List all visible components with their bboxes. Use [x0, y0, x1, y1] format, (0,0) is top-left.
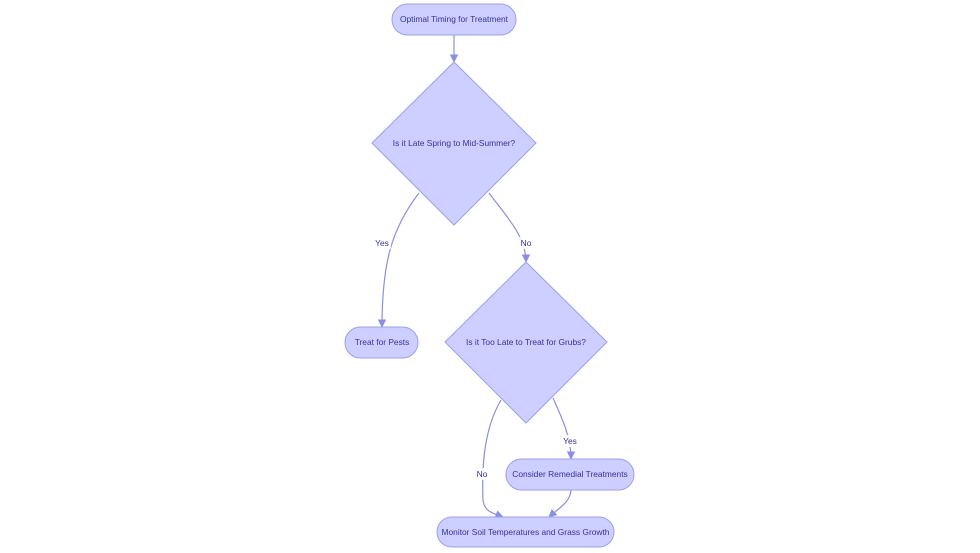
edge-label-late-yes: Yes: [561, 435, 579, 447]
edge-season-no: [488, 192, 531, 263]
edge-late-yes: [552, 397, 576, 460]
svg-text:Consider Remedial Treatments: Consider Remedial Treatments: [512, 469, 627, 479]
svg-text:Yes: Yes: [375, 238, 389, 248]
edge-label-late-no: No: [473, 468, 491, 480]
svg-text:Yes: Yes: [563, 436, 577, 446]
svg-text:Monitor Soil Temperatures and: Monitor Soil Temperatures and Grass Grow…: [442, 527, 610, 537]
svg-text:Optimal Timing for Treatment: Optimal Timing for Treatment: [400, 14, 509, 24]
svg-text:Is it Late Spring to Mid-Summe: Is it Late Spring to Mid-Summer?: [393, 138, 516, 148]
node-monitor-soil: Monitor Soil Temperatures and Grass Grow…: [436, 516, 615, 548]
edge-season-yes: [377, 192, 420, 328]
node-treat-for-pests: Treat for Pests: [344, 326, 419, 359]
edge-late-no: [482, 399, 504, 519]
edge-label-season-yes: Yes: [373, 237, 391, 249]
svg-text:Is it Too Late to Treat for Gr: Is it Too Late to Treat for Grubs?: [466, 337, 586, 347]
svg-text:No: No: [477, 469, 488, 479]
decision-too-late: Is it Too Late to Treat for Grubs?: [444, 261, 608, 424]
node-remedial-treatments: Consider Remedial Treatments: [505, 458, 635, 491]
node-optimal-timing: Optimal Timing for Treatment: [391, 3, 517, 36]
svg-text:Treat for Pests: Treat for Pests: [355, 337, 410, 347]
edge-label-season-no: No: [517, 237, 535, 249]
decision-late-spring: Is it Late Spring to Mid-Summer?: [371, 61, 537, 226]
edge-remedial-to-monitor: [548, 488, 572, 518]
svg-text:No: No: [521, 238, 532, 248]
